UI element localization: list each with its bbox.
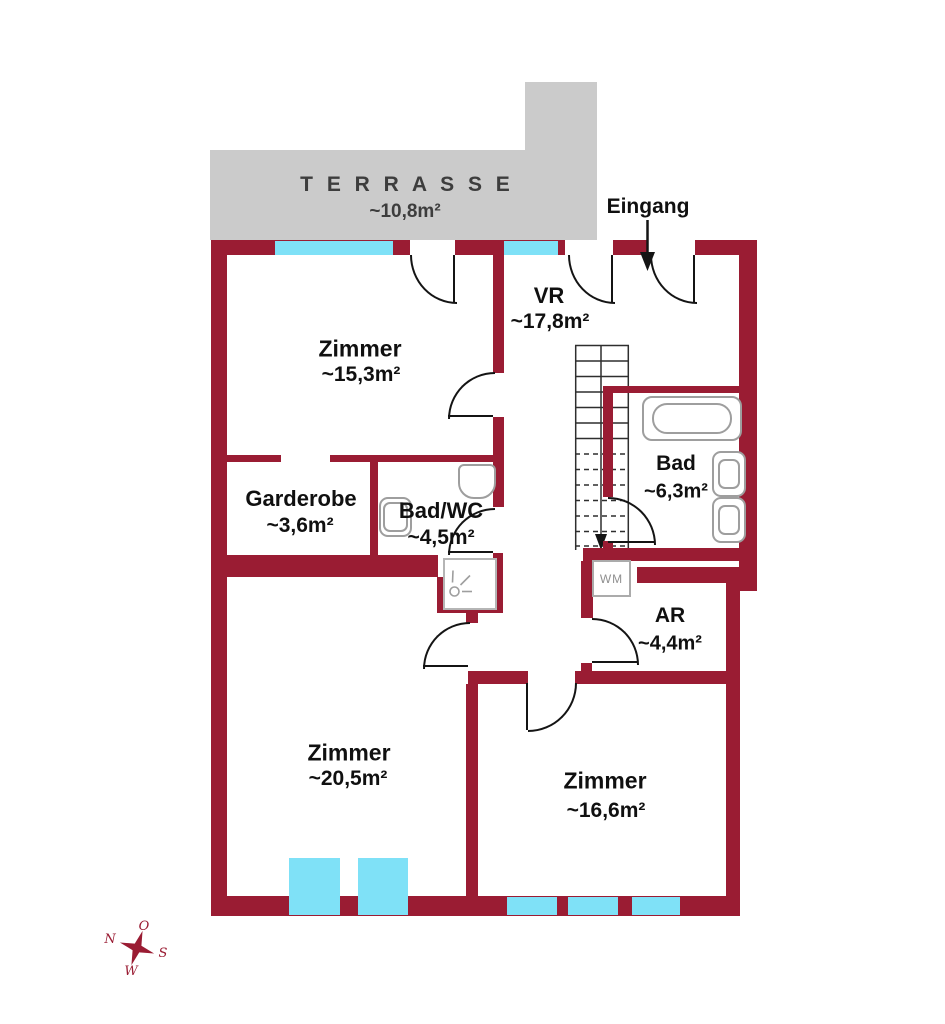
terrace-area-label: ~10,8m² [369,201,441,222]
wall [726,578,740,916]
terrace-notch [525,82,597,150]
terrace-area [210,150,597,240]
compass-s-label: S [159,946,168,961]
door-opening [648,240,695,255]
room-name-label: Garderobe [245,486,357,511]
room-area-label: ~4,5m² [407,526,475,549]
wall [227,455,281,462]
room-area-label: ~15,3m² [321,363,401,386]
door-leaf [423,665,468,667]
terrace-name-label: T E R R A S S E [300,173,514,196]
toilet-inner-icon [718,459,740,489]
wall [466,684,478,896]
wall [468,671,528,684]
door-leaf [448,551,493,553]
washing-machine: WM [592,560,631,597]
wall [437,577,443,613]
door-leaf [611,255,613,302]
compass-w-label: W [124,964,139,979]
wall [603,386,757,393]
room-name-label: Zimmer [563,767,647,794]
wall [603,388,613,497]
window [504,241,558,255]
wall [637,567,742,583]
door-leaf [453,255,455,302]
window [507,897,557,915]
door-opening [565,240,613,255]
window [275,241,393,255]
bathtub-inner-icon [652,403,732,434]
window [632,897,680,915]
wall [493,255,504,373]
door-leaf [526,683,528,730]
wall [330,455,493,462]
compass-n-label: N [103,932,116,947]
wall [581,663,592,673]
room-area-label: ~4,4m² [638,632,702,655]
door-leaf [592,661,637,663]
room-area-label: ~16,6m² [566,799,646,822]
room-area-label: ~20,5m² [308,767,388,790]
wall [466,611,478,623]
wall [493,417,504,507]
wall [370,462,378,555]
wall [493,553,503,613]
compass-o-label: O [139,919,150,934]
room-area-label: ~3,6m² [266,514,334,537]
wc-toilet-icon [458,464,496,499]
wall [583,548,740,561]
shower-head-icon [449,570,472,597]
entrance-arrow-icon [640,220,655,271]
wall [575,671,592,684]
room-name-label: AR [654,604,686,627]
wall [211,555,438,577]
window [568,897,618,915]
wall [603,541,613,551]
room-area-label: ~6,3m² [644,480,708,503]
room-name-label: Zimmer [307,739,391,766]
room-name-label: Bad/WC [398,498,484,523]
stairs-down-arrow-icon [595,534,607,550]
door-leaf [693,255,695,302]
door-opening [410,240,455,255]
bidet-inner-icon [718,505,740,535]
washbasin-inner-icon [383,502,408,532]
door-leaf [448,415,493,417]
room-name-label: Zimmer [318,335,402,362]
window [289,858,340,915]
washing-machine-label: WM [599,571,624,586]
wall [211,240,227,916]
entrance-label: Eingang [606,195,690,218]
room-name-label: Bad [656,452,696,475]
compass-rose-icon: O N S W [103,919,167,979]
window [358,858,408,915]
shower-icon [443,558,497,610]
room-area-label: ~17,8m² [510,310,590,333]
door-leaf [608,541,654,543]
wall [581,561,593,618]
wall [592,671,726,684]
room-name-label: VR [533,283,565,308]
